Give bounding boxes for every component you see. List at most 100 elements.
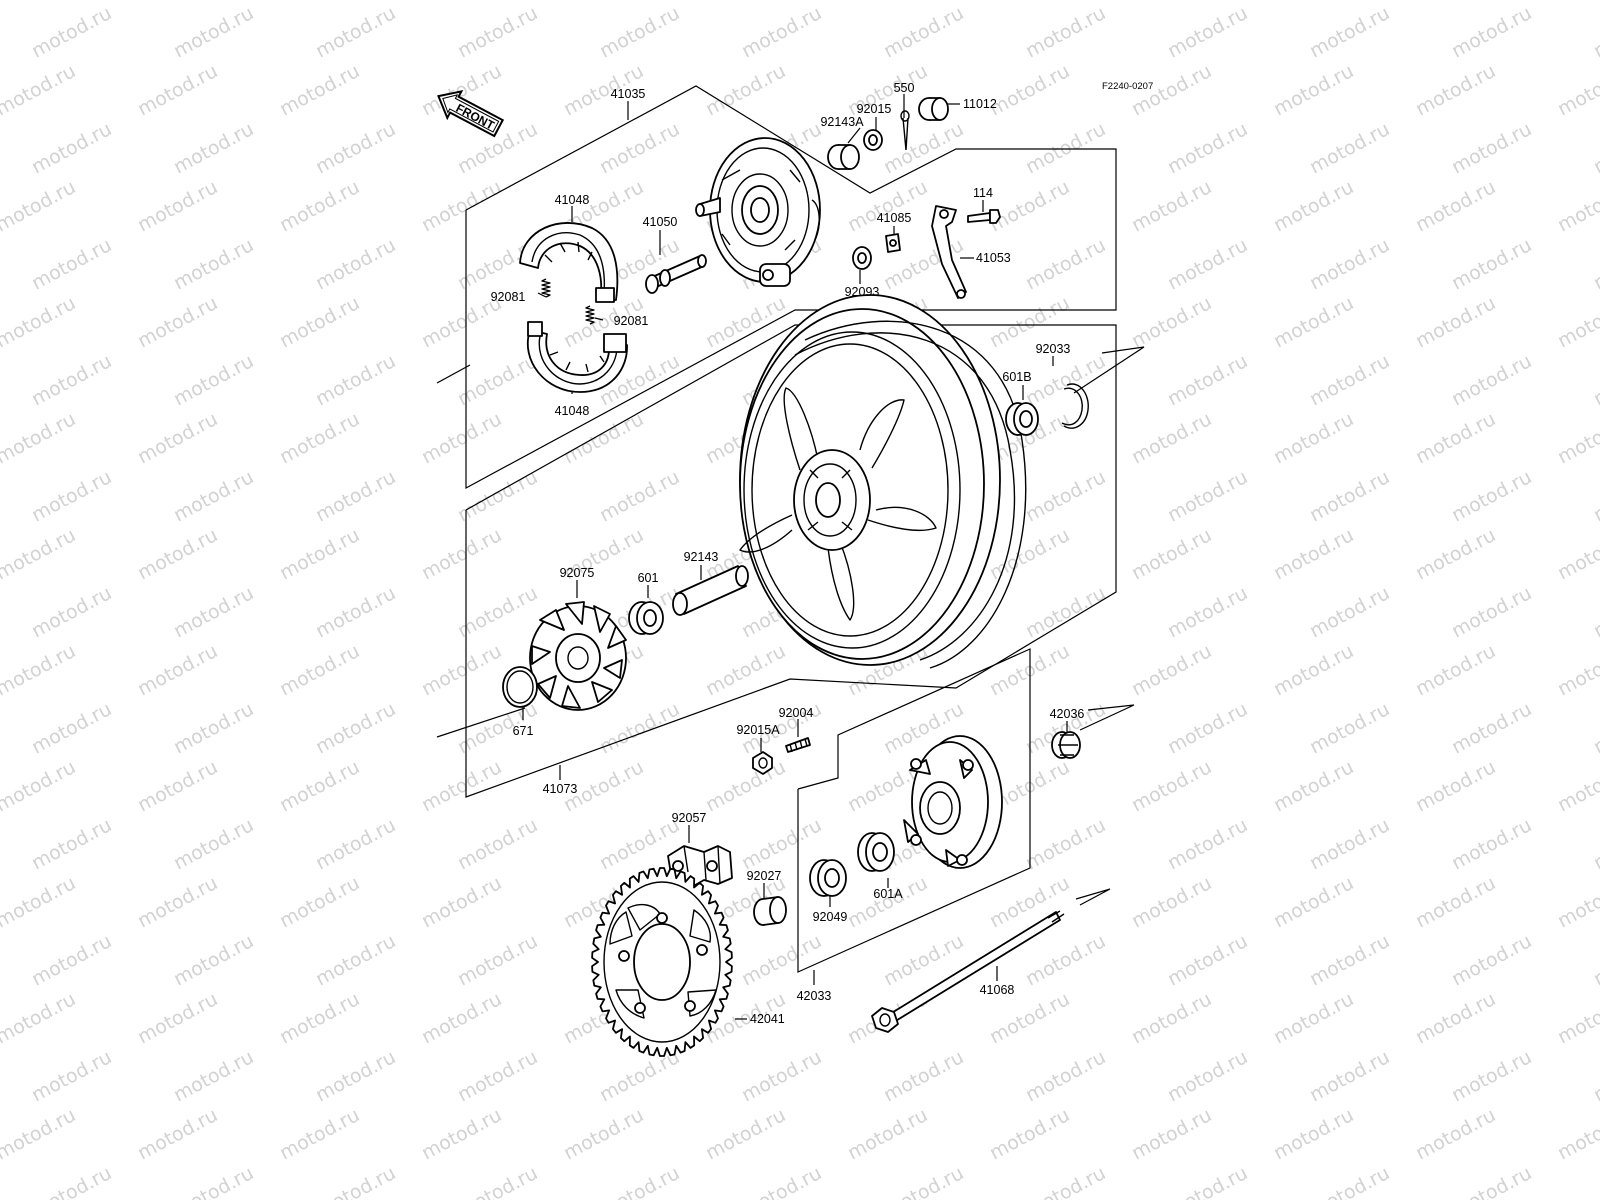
watermark-text: motod.ru	[0, 0, 79, 4]
watermark-text: motod.ru	[276, 524, 363, 584]
watermark-text: motod.ru	[1270, 988, 1357, 1048]
label-92027: 92027	[747, 869, 782, 883]
cap-42036	[1051, 731, 1081, 759]
label-92057: 92057	[672, 811, 707, 825]
watermark-text: motod.ru	[1022, 1046, 1109, 1106]
label-41048-upper: 41048	[555, 193, 590, 207]
rear-wheel-rim	[739, 294, 1027, 669]
watermark-text: motod.ru	[1022, 814, 1109, 874]
spring-92081b	[585, 305, 595, 325]
clip-41085	[885, 233, 901, 253]
watermark-text: motod.ru	[1590, 2, 1600, 62]
axle-41068	[871, 910, 1065, 1033]
label-41048-lower: 41048	[555, 404, 590, 418]
watermark-text: motod.ru	[1306, 814, 1393, 874]
watermark-text: motod.ru	[454, 930, 541, 990]
watermark-text: motod.ru	[1128, 524, 1215, 584]
label-92143: 92143	[684, 550, 719, 564]
watermark-text: motod.ru	[28, 814, 115, 874]
watermark-text: motod.ru	[0, 1104, 79, 1164]
watermark-text: motod.ru	[1412, 988, 1499, 1048]
spring-92081a	[541, 278, 551, 298]
watermark-text: motod.ru	[1448, 1046, 1535, 1106]
watermark-text: motod.ru	[1164, 814, 1251, 874]
watermark-text: motod.ru	[596, 2, 683, 62]
watermark-text: motod.ru	[1306, 698, 1393, 758]
label-92143A: 92143A	[820, 115, 864, 129]
camshaft	[645, 254, 707, 294]
watermark-text: motod.ru	[1164, 234, 1251, 294]
watermark-text: motod.ru	[1270, 872, 1357, 932]
watermark-text: motod.ru	[560, 0, 647, 4]
label-41068: 41068	[980, 983, 1015, 997]
watermark-text: motod.ru	[170, 118, 257, 178]
watermark-text: motod.ru	[134, 1104, 221, 1164]
watermark-text: motod.ru	[1448, 1162, 1535, 1200]
watermark-text: motod.ru	[1306, 1046, 1393, 1106]
watermark-text: motod.ru	[134, 0, 221, 4]
watermark-text: motod.ru	[1022, 350, 1109, 410]
watermark-text: motod.ru	[312, 814, 399, 874]
watermark-text: motod.ru	[28, 118, 115, 178]
watermark-text: motod.ru	[170, 350, 257, 410]
watermark-text: motod.ru	[276, 0, 363, 4]
watermark-text: motod.ru	[170, 814, 257, 874]
collar-11012	[918, 97, 949, 121]
watermark-text: motod.ru	[1306, 1162, 1393, 1200]
watermark-text: motod.ru	[0, 292, 79, 352]
watermark-text: motod.ru	[134, 524, 221, 584]
watermark-text: motod.ru	[276, 872, 363, 932]
watermark-text: motod.ru	[1022, 582, 1109, 642]
watermark-text: motod.ru	[1554, 0, 1600, 4]
torque-link-41053	[931, 205, 967, 299]
label-114: 114	[973, 186, 993, 200]
watermark-text: motod.ru	[1022, 1162, 1109, 1200]
watermark-text: motod.ru	[1412, 756, 1499, 816]
watermark-text: motod.ru	[1448, 466, 1535, 526]
watermark-text: motod.ru	[1448, 2, 1535, 62]
watermark-text: motod.ru	[1448, 582, 1535, 642]
watermark-text: motod.ru	[134, 176, 221, 236]
label-42041: 42041	[750, 1012, 785, 1026]
watermark-text: motod.ru	[1270, 756, 1357, 816]
hub-damper-92075	[529, 601, 627, 711]
watermark-text: motod.ru	[134, 292, 221, 352]
watermark-text: motod.ru	[1448, 118, 1535, 178]
watermark-text: motod.ru	[1022, 466, 1109, 526]
watermark-text: motod.ru	[1448, 350, 1535, 410]
watermark-text: motod.ru	[1270, 60, 1357, 120]
watermark-text: motod.ru	[596, 466, 683, 526]
watermark-text: motod.ru	[0, 756, 79, 816]
label-11012: 11012	[963, 97, 997, 111]
watermark-text: motod.ru	[738, 1046, 825, 1106]
watermark-text: motod.ru	[134, 640, 221, 700]
watermark-text: motod.ru	[1164, 930, 1251, 990]
watermark-text: motod.ru	[596, 118, 683, 178]
watermark-text: motod.ru	[276, 408, 363, 468]
watermark-text: motod.ru	[1306, 582, 1393, 642]
label-41073: 41073	[543, 782, 578, 796]
part-labels: 41035 41048 92081 92081 41048 41050 550 …	[491, 81, 1085, 1026]
watermark-text: motod.ru	[1128, 408, 1215, 468]
watermark-text: motod.ru	[1590, 466, 1600, 526]
watermark-text: motod.ru	[1306, 350, 1393, 410]
watermark-text: motod.ru	[418, 408, 505, 468]
watermark-text: motod.ru	[1590, 1162, 1600, 1200]
watermark-text: motod.ru	[702, 60, 789, 120]
watermark-text: motod.ru	[28, 930, 115, 990]
watermark-text: motod.ru	[1306, 118, 1393, 178]
watermark-text: motod.ru	[1270, 1104, 1357, 1164]
watermark-text: motod.ru	[702, 1104, 789, 1164]
watermark-text: motod.ru	[134, 60, 221, 120]
watermark-text: motod.ru	[1128, 292, 1215, 352]
watermark-text: motod.ru	[1412, 292, 1499, 352]
watermark-text: motod.ru	[596, 698, 683, 758]
watermark-text: motod.ru	[702, 756, 789, 816]
watermark-text: motod.ru	[1164, 118, 1251, 178]
watermark-text: motod.ru	[0, 60, 79, 120]
watermark-text: motod.ru	[844, 0, 931, 4]
watermark-text: motod.ru	[986, 524, 1073, 584]
brake-shoe-upper	[519, 222, 619, 303]
watermark-text: motod.ru	[1554, 60, 1600, 120]
watermark-text: motod.ru	[1412, 176, 1499, 236]
